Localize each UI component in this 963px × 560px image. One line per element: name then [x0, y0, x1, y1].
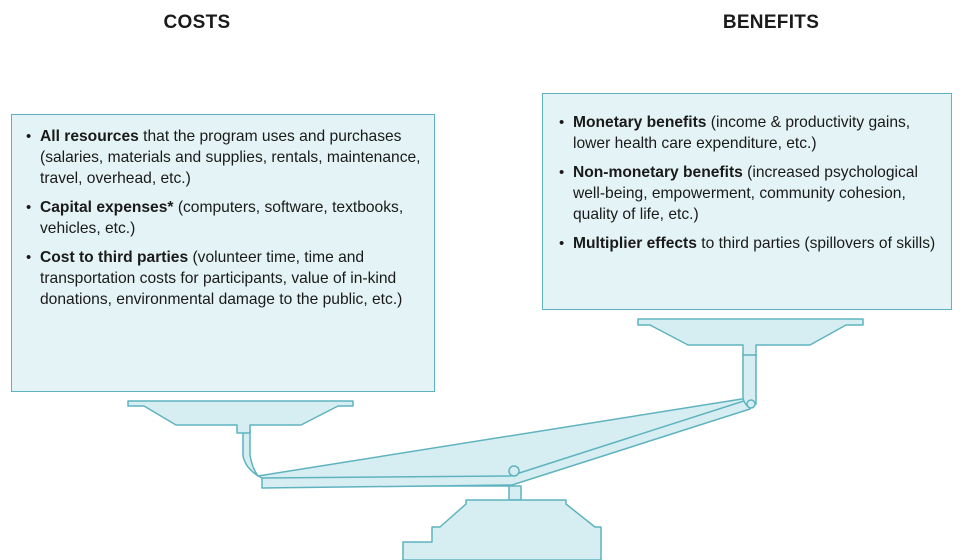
- costs-item-title: Capital expenses*: [40, 199, 174, 216]
- right-pivot: [746, 399, 756, 409]
- costs-item: Capital expenses* (computers, software, …: [26, 197, 422, 239]
- benefits-item-text: (increased psychological well-being, emp…: [573, 164, 918, 223]
- scale-stem: [508, 485, 522, 501]
- benefits-heading: BENEFITS: [722, 12, 820, 33]
- costs-list: All resources that the program uses and …: [26, 126, 422, 310]
- benefits-item: Multiplier effects to third parties (spi…: [559, 233, 939, 254]
- scale-base: [402, 499, 602, 560]
- benefits-item: Non-monetary benefits (increased psychol…: [559, 162, 939, 225]
- benefits-item-title: Non-monetary benefits: [573, 164, 743, 181]
- benefits-panel: Monetary benefits (income & productivity…: [542, 93, 952, 310]
- left-pan: [127, 400, 354, 434]
- costs-item: Cost to third parties (volunteer time, t…: [26, 247, 422, 310]
- costs-item-title: All resources: [40, 128, 139, 145]
- right-pan: [637, 318, 864, 357]
- benefits-item-text: (income & productivity gains, lower heal…: [573, 114, 911, 152]
- costs-item-text: (computers, software, textbooks, vehicle…: [40, 199, 404, 237]
- scale-beam-right: [261, 398, 751, 489]
- costs-item-title: Cost to third parties: [40, 249, 189, 266]
- costs-item-text: (volunteer time, time and transportation…: [40, 249, 403, 308]
- benefits-item-text: to third parties (spillovers of skills): [696, 235, 936, 252]
- benefits-item: Monetary benefits (income & productivity…: [559, 112, 939, 154]
- costs-item: All resources that the program uses and …: [26, 126, 422, 189]
- benefits-list: Monetary benefits (income & productivity…: [559, 112, 939, 254]
- center-pivot: [508, 465, 520, 477]
- costs-item-text: that the program uses and purchases (sal…: [40, 128, 421, 187]
- benefits-item-title: Multiplier effects: [573, 235, 697, 252]
- costs-heading: COSTS: [163, 12, 231, 33]
- costs-panel: All resources that the program uses and …: [11, 114, 435, 392]
- benefits-item-title: Monetary benefits: [573, 114, 707, 131]
